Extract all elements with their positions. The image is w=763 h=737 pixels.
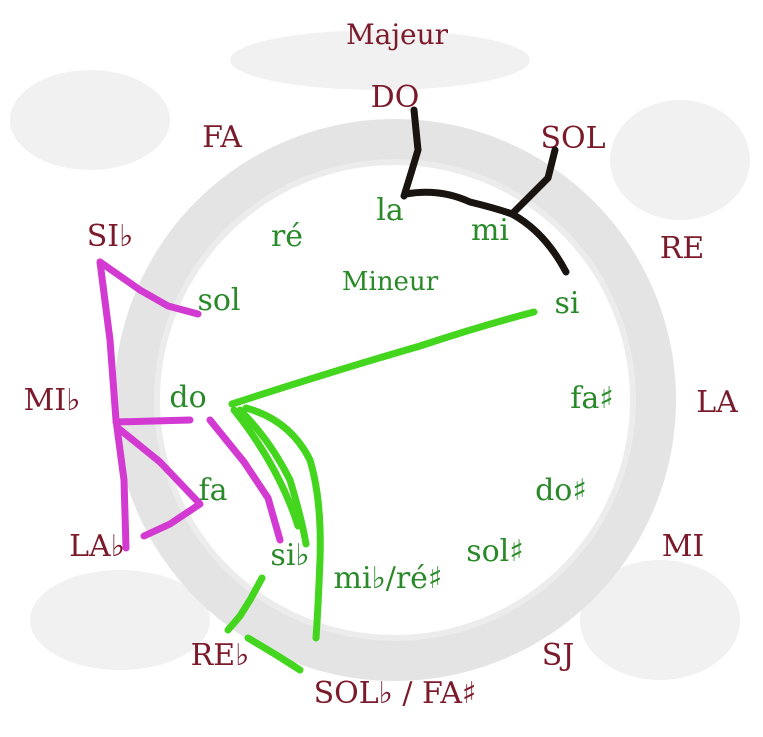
major-key-re: RE	[660, 231, 705, 266]
inner-ring-shade	[154, 159, 636, 641]
black-strokes	[400, 106, 570, 276]
minor-key-do: do	[169, 380, 206, 415]
minor-keys: la mi si fa♯ do♯ sol♯ mi♭/ré♯ si♭ fa do …	[169, 193, 613, 596]
magenta-stroke-sib-sol	[96, 258, 202, 318]
magenta-strokes	[96, 258, 284, 552]
minor-key-si: si	[555, 286, 580, 321]
major-key-lab: LA♭	[69, 529, 125, 564]
magenta-stroke-mib-fa	[114, 424, 204, 540]
minor-key-fas: fa♯	[570, 381, 614, 416]
green-stroke-reb-solb	[244, 634, 304, 674]
minor-key-dos: do♯	[535, 473, 587, 508]
background-smudges	[10, 30, 750, 680]
green-stroke-sib-reb	[224, 574, 266, 634]
black-stroke-mi-si	[508, 210, 570, 276]
major-key-reb: RE♭	[191, 638, 250, 673]
magenta-stroke-mib-do	[112, 416, 194, 426]
major-key-sj: SJ	[542, 638, 575, 673]
minor-key-re: ré	[271, 219, 303, 254]
minor-title: Mineur	[342, 267, 439, 297]
green-stroke-do-sib-a	[230, 406, 302, 530]
major-key-sib: SI♭	[87, 219, 134, 254]
minor-key-sol: sol	[197, 283, 240, 318]
minor-key-mi: mi	[471, 213, 509, 248]
minor-key-fa: fa	[199, 473, 228, 508]
black-stroke-do-la	[400, 106, 422, 200]
green-stroke-do-sib-b	[236, 406, 310, 548]
minor-key-mib-res: mi♭/ré♯	[334, 561, 443, 596]
major-key-fa: FA	[202, 120, 242, 155]
major-key-mi: MI	[662, 529, 705, 564]
outer-ring	[114, 119, 676, 681]
green-stroke-si-do	[228, 308, 538, 408]
major-key-mib: MI♭	[24, 383, 81, 418]
green-strokes	[224, 308, 538, 674]
minor-key-la: la	[376, 193, 404, 228]
green-stroke-do-solb	[242, 404, 324, 642]
black-stroke-sol-mi	[508, 146, 559, 218]
major-key-sol: SOL	[540, 121, 605, 156]
magenta-stroke-do-sib	[206, 416, 284, 544]
major-title: Majeur	[346, 18, 449, 51]
major-key-la: LA	[696, 385, 738, 420]
minor-key-sols: sol♯	[466, 534, 524, 569]
major-key-solb-fas: SOL♭ / FA♯	[314, 676, 477, 711]
black-stroke-la-mi	[402, 188, 516, 218]
